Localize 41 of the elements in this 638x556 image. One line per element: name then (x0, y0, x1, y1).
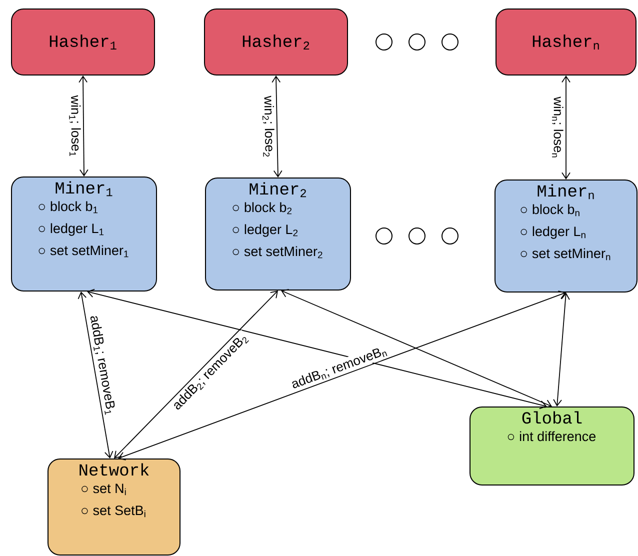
edge-label: win$_{2}$; lose$_{2}$ (262, 96, 274, 157)
arrow (114, 290, 278, 458)
edge-label: win$_{n}$; lose$_{n}$ (552, 96, 564, 158)
arrow (281, 289, 552, 408)
list-item: block b$_{n}$ (520, 204, 580, 216)
global-box (470, 406, 634, 486)
node-title: Miner$_{2}$ (250, 182, 306, 198)
hasher-box (11, 8, 155, 76)
list-item: set setMiner$_{2}$ (232, 246, 322, 258)
edge-label: win$_{1}$; lose$_{1}$ (69, 95, 81, 156)
list-item: set setMiner$_{1}$ (38, 245, 128, 258)
edge-label: addB$_{1}$; removeB$_{1}$ (90, 316, 115, 415)
arrow (272, 76, 282, 178)
list-item: ledger L$_{n}$ (520, 226, 586, 239)
arrow (78, 292, 114, 458)
network-box (48, 458, 180, 556)
arrow (118, 290, 566, 460)
hasher-box (496, 8, 636, 76)
node-title: Hasher$_{n}$ (532, 34, 599, 50)
miner-box (205, 178, 351, 290)
node-title: Network (80, 463, 149, 476)
list-item: set setMiner$_{n}$ (520, 248, 610, 260)
arrow (553, 292, 570, 406)
arrow (78, 76, 88, 176)
list-item: ledger L$_{1}$ (38, 223, 104, 236)
list-item: set N$_{i}$ (82, 484, 126, 496)
hasher-box (204, 8, 348, 76)
list-item: set SetB$_{i}$ (82, 506, 146, 518)
arrow (562, 76, 570, 180)
node-title: Miner$_{1}$ (56, 181, 112, 196)
miner-box (11, 176, 157, 292)
miner-box (494, 180, 638, 292)
node-title: Global (522, 411, 582, 424)
node-title: Hasher$_{2}$ (242, 34, 310, 50)
list-item: int difference (508, 431, 596, 442)
list-item: block b$_{2}$ (232, 202, 292, 214)
node-title: Miner$_{n}$ (538, 184, 594, 200)
list-item: block b$_{1}$ (38, 201, 98, 214)
node-title: Hasher$_{1}$ (50, 34, 116, 50)
list-item: ledger L$_{2}$ (232, 224, 298, 237)
arrow (87, 288, 547, 410)
